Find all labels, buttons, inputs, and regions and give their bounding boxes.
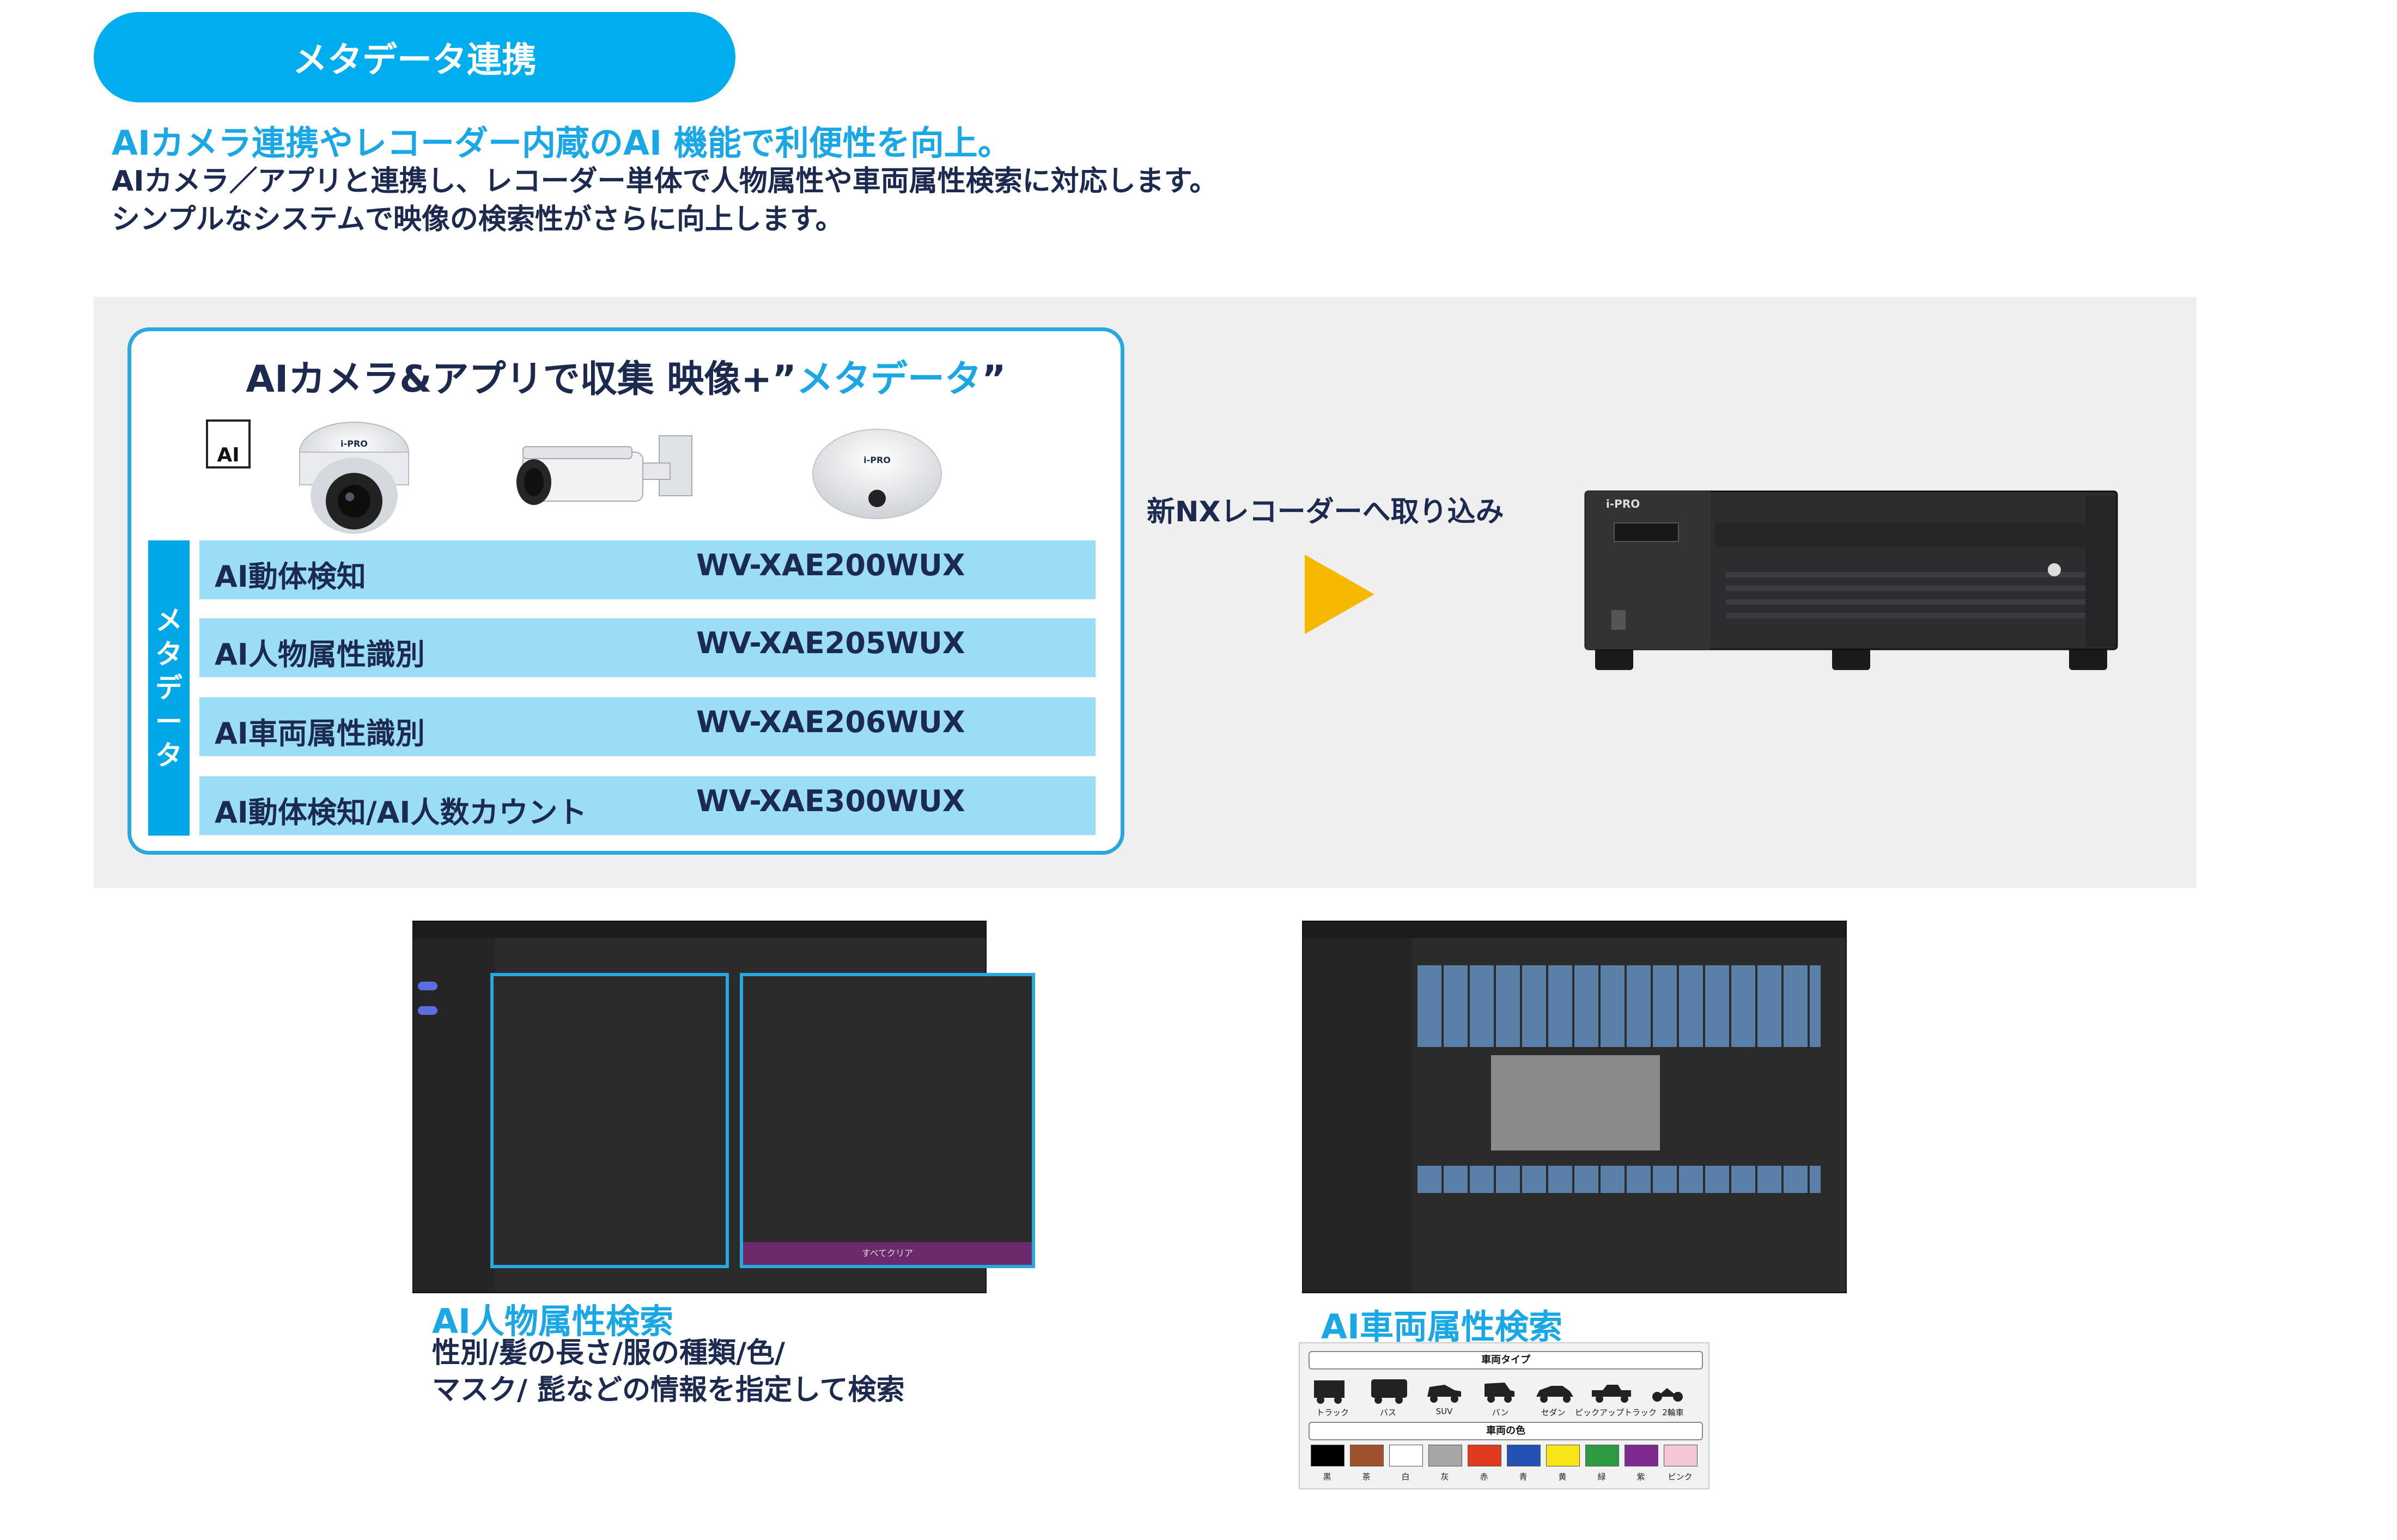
vehicle-type-label: トラック <box>1316 1408 1349 1417</box>
function-name: AI動体検知 <box>215 559 366 594</box>
color-label: 赤 <box>1480 1472 1488 1482</box>
vehicle-type-label: バス <box>1379 1408 1396 1417</box>
app-toolbar <box>1303 922 1846 938</box>
color-label: 茶 <box>1362 1472 1371 1482</box>
person-search-desc: 性別/髪の長さ/服の種類/色/ マスク/ 髭などの情報を指定して検索 <box>432 1337 905 1407</box>
vehicle-search-caption: AI車両属性検索 <box>1321 1307 1563 1347</box>
model-number: WV-XAE200WUX <box>696 548 965 582</box>
bullet-camera-icon <box>516 435 692 505</box>
color-label: 灰 <box>1440 1472 1449 1482</box>
camera-brand: i-PRO <box>340 439 368 449</box>
metadata-row: AI人物属性識別 WV-XAE205WUX <box>199 618 1096 677</box>
metadata-row: AI動体検知 WV-XAE200WUX <box>199 540 1096 599</box>
color-swatch[interactable] <box>1311 1445 1344 1466</box>
section-title: メタデータ連携 <box>293 40 537 81</box>
vehicle-type-icons <box>1314 1379 1683 1404</box>
model-number: WV-XAE206WUX <box>696 705 965 739</box>
section-title-pill: メタデータ連携 <box>94 12 735 102</box>
nx-recorder-icon: i-PRO <box>1584 490 2118 670</box>
thumbnail-strip[interactable] <box>1417 1166 1821 1193</box>
thumbnail-grid[interactable] <box>1417 965 1821 1047</box>
recorder-brand: i-PRO <box>1606 497 1640 510</box>
color-swatch[interactable] <box>1546 1445 1580 1466</box>
toggle-vehicle[interactable] <box>418 1006 437 1015</box>
model-number: WV-XAE205WUX <box>696 626 965 660</box>
vehicle-attribute-legend: 車両タイプ トラック バス SUV バン セダン ピックアップトラック 2輪車 … <box>1299 1342 1709 1489</box>
card-title: AIカメラ&アプリで収集 映像+”メタデータ” <box>246 358 1006 401</box>
vehicle-type-label: SUV <box>1435 1407 1453 1416</box>
color-label: 紫 <box>1636 1472 1645 1482</box>
app-toolbar <box>413 922 985 938</box>
vehicle-search-screen <box>1302 921 1847 1293</box>
vehicle-type-label: 2輪車 <box>1662 1408 1684 1417</box>
color-swatch[interactable] <box>1428 1445 1462 1466</box>
color-swatch[interactable] <box>1585 1445 1619 1466</box>
color-swatch[interactable] <box>1664 1445 1698 1466</box>
app-sidebar <box>1303 938 1412 1292</box>
app-sidebar <box>413 938 495 1292</box>
color-label: 黄 <box>1558 1472 1567 1482</box>
person-filter-panel-2: すべてクリア <box>740 973 1035 1268</box>
color-swatch[interactable] <box>1389 1445 1423 1466</box>
fisheye-camera-icon: i-PRO <box>812 429 942 519</box>
color-label: ピンク <box>1668 1472 1693 1482</box>
dome-camera-icon: i-PRO <box>299 422 409 534</box>
function-name: AI人物属性識別 <box>215 637 425 672</box>
vehicle-type-label: バン <box>1492 1408 1509 1417</box>
toggle-person[interactable] <box>418 982 437 990</box>
metadata-row: AI動体検知/AI人数カウント WV-XAE300WUX <box>199 776 1096 835</box>
color-swatch[interactable] <box>1468 1445 1501 1466</box>
color-swatch[interactable] <box>1350 1445 1384 1466</box>
color-label: 緑 <box>1597 1472 1606 1482</box>
metadata-vertical-label: メ タ デ ー タ <box>148 540 190 836</box>
arrow-right-icon <box>1305 555 1374 634</box>
person-search-caption: AI人物属性検索 <box>432 1301 674 1341</box>
headline: AIカメラ連携やレコーダー内蔵のAI 機能で利便性を向上。 <box>112 123 1012 163</box>
vehicle-type-label: セダン <box>1541 1408 1566 1417</box>
recorder-label: 新NXレコーダーへ取り込み <box>1147 496 1504 528</box>
clear-all-label[interactable]: すべてクリア <box>743 1242 1032 1265</box>
color-label: 白 <box>1401 1472 1410 1482</box>
description: AIカメラ／アプリと連携し、レコーダー単体で人物属性や車両属性検索に対応します。… <box>112 162 1218 239</box>
description-line-2: シンプルなシステムで映像の検索性がさらに向上します。 <box>112 203 844 236</box>
vehicle-type-label: ピックアップトラック <box>1575 1408 1657 1417</box>
ai-chip-icon: AI <box>206 419 251 468</box>
camera-brand-2: i-PRO <box>863 455 891 465</box>
vehicle-color-header: 車両の色 <box>1309 1422 1703 1440</box>
description-line-1: AIカメラ／アプリと連携し、レコーダー単体で人物属性や車両属性検索に対応します。 <box>112 165 1218 198</box>
vehicle-type-header: 車両タイプ <box>1309 1351 1703 1369</box>
person-filter-panel <box>490 973 729 1268</box>
color-swatch[interactable] <box>1625 1445 1658 1466</box>
function-name: AI車両属性識別 <box>215 716 425 751</box>
metadata-row: AI車両属性識別 WV-XAE206WUX <box>199 697 1096 756</box>
model-number: WV-XAE300WUX <box>696 784 965 818</box>
function-name: AI動体検知/AI人数カウント <box>215 795 587 830</box>
color-label: 黒 <box>1323 1472 1331 1482</box>
color-swatch[interactable] <box>1507 1445 1541 1466</box>
video-preview[interactable] <box>1491 1055 1660 1151</box>
color-label: 青 <box>1519 1472 1528 1482</box>
